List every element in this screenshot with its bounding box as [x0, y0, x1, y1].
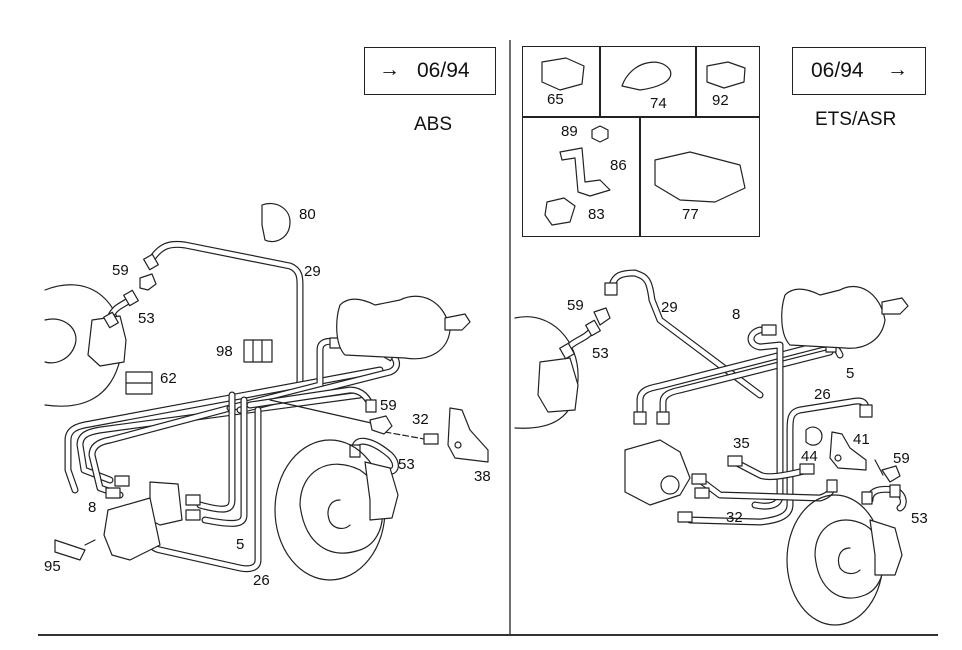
inset-cell-92: [695, 46, 760, 118]
left-date-box: → 06/94: [364, 47, 496, 95]
callout-44: 44: [801, 448, 818, 465]
part-89-icon: [591, 125, 609, 143]
callout-5: 5: [236, 536, 245, 553]
part-77-icon: [654, 151, 746, 203]
right-date-text: 06/94: [811, 59, 864, 82]
callout-53: 53: [138, 310, 155, 327]
right-brake-disc: [514, 316, 579, 429]
inset-label-86: 86: [610, 157, 627, 174]
callout-35: 35: [733, 435, 750, 452]
right-bracket-41: [805, 426, 867, 471]
inset-cell-74: [599, 46, 697, 118]
right-fittings: [559, 282, 901, 523]
left-brake-disc: [44, 284, 127, 407]
arrow-right-icon: →: [379, 58, 400, 81]
part-83-icon: [544, 197, 576, 226]
arrow-right-icon: →: [887, 58, 908, 81]
left-clip-parts: [54, 202, 291, 561]
part-86-icon: [559, 147, 611, 197]
right-system-label: ETS/ASR: [815, 109, 897, 130]
callout-59-right: 59: [893, 450, 910, 467]
callout-38: 38: [474, 468, 491, 485]
callout-8: 8: [732, 306, 741, 323]
callout-59-right: 59: [380, 397, 397, 414]
inset-label-74: 74: [650, 95, 667, 112]
part-65-icon: [541, 57, 585, 91]
inset-label-77: 77: [682, 206, 699, 223]
callout-59: 59: [567, 297, 584, 314]
inset-label-89: 89: [561, 123, 578, 140]
callout-32: 32: [412, 411, 429, 428]
left-system-label: ABS: [414, 114, 453, 135]
inset-part-icons: [541, 57, 746, 226]
callout-95: 95: [44, 558, 61, 575]
callout-53-right: 53: [911, 510, 928, 527]
callout-26: 26: [814, 386, 831, 403]
callout-5: 5: [846, 365, 855, 382]
callout-32: 32: [726, 509, 743, 526]
right-wheel-disc: [786, 494, 903, 626]
callout-80: 80: [299, 206, 316, 223]
part-74-icon: [621, 61, 672, 91]
callout-29: 29: [661, 299, 678, 316]
inset-cell-86: [522, 116, 641, 237]
inset-cell-65: [522, 46, 601, 118]
inset-cell-77: [639, 116, 760, 237]
callout-98: 98: [216, 343, 233, 360]
part-92-icon: [706, 61, 746, 89]
callout-26: 26: [253, 572, 270, 589]
right-hydraulic-unit: [624, 439, 691, 506]
left-wheel-disc: [274, 439, 399, 581]
inset-label-65: 65: [547, 91, 564, 108]
left-brake-booster: [336, 295, 471, 360]
left-date-text: 06/94: [417, 59, 470, 82]
left-fittings: [103, 253, 439, 521]
left-bracket-38: [447, 407, 489, 463]
right-brake-booster: [781, 285, 909, 349]
callout-53: 53: [592, 345, 609, 362]
callout-59: 59: [112, 262, 129, 279]
left-abs-unit: [103, 481, 183, 561]
callout-62: 62: [160, 370, 177, 387]
inset-label-83: 83: [588, 206, 605, 223]
right-date-box: 06/94 →: [792, 47, 926, 95]
callout-41: 41: [853, 431, 870, 448]
callout-29: 29: [304, 263, 321, 280]
callout-8: 8: [88, 499, 97, 516]
callout-53-right: 53: [398, 456, 415, 473]
inset-label-92: 92: [712, 92, 729, 109]
